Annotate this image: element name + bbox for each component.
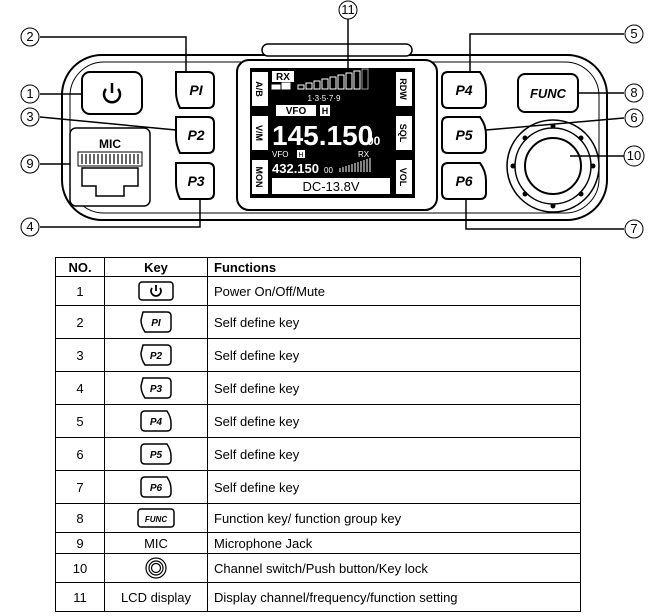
svg-text:8: 8 — [630, 85, 637, 100]
lcd-scale: 1·3·5·7·9 — [308, 94, 341, 103]
lcd-rx-badge: RX — [358, 150, 370, 159]
lcd-label-ab: A/B — [254, 81, 264, 97]
table-header-row: NO. Key Functions — [55, 257, 581, 277]
callout-2: 2 — [20, 27, 40, 47]
p3-label: P3 — [187, 173, 204, 189]
svg-text:P2: P2 — [150, 351, 163, 362]
lcd-rx: RX — [276, 72, 290, 83]
lcd-display-cell: LCD display — [104, 582, 208, 612]
p6-button[interactable]: P6 — [441, 162, 487, 200]
lcd-label-vm: V/M — [254, 125, 264, 141]
lcd-mode-bottom-badge: H — [298, 152, 303, 159]
lcd-sub-frequency: 432.150 — [272, 161, 319, 176]
mic-label: MIC — [99, 137, 121, 151]
svg-text:FUNC: FUNC — [145, 515, 167, 524]
callout-10: 10 — [623, 145, 645, 167]
svg-text:2: 2 — [26, 29, 33, 44]
p4-button[interactable]: P4 — [441, 71, 487, 109]
p3-key-icon: P3 — [140, 377, 172, 399]
table-row: 10 Channel switch/Push button/Key lock — [55, 553, 581, 583]
lcd-sub-frequency-small: 00 — [324, 166, 333, 175]
radio-front-panel-diagram: MIC PI P2 P3 P4 P5 P6 — [20, 0, 645, 239]
callout-11: 11 — [338, 0, 358, 20]
callout-9: 9 — [20, 154, 40, 174]
callout-1: 1 — [20, 84, 40, 104]
header-functions: Functions — [207, 257, 581, 277]
func-label: FUNC — [530, 86, 567, 101]
svg-text:4: 4 — [26, 219, 33, 234]
svg-text:P3: P3 — [150, 384, 163, 395]
table-row: 6 P5 Self define key — [55, 437, 581, 471]
lcd-mode-top: VFO — [286, 106, 307, 117]
table-row: 3 P2 Self define key — [55, 338, 581, 372]
knob-icon — [145, 557, 167, 579]
header-key: Key — [104, 257, 208, 277]
power-icon — [102, 83, 122, 104]
p3-button[interactable]: P3 — [175, 162, 215, 200]
svg-text:PI: PI — [151, 318, 161, 329]
mic-cell: MIC — [104, 532, 208, 554]
table-row: 5 P4 Self define key — [55, 404, 581, 438]
callout-5: 5 — [624, 24, 644, 44]
lcd-label-vol: VOL — [398, 168, 408, 187]
svg-text:1: 1 — [26, 86, 33, 101]
power-icon — [138, 281, 174, 301]
callout-4: 4 — [20, 217, 40, 237]
svg-text:P5: P5 — [150, 450, 163, 461]
svg-text:9: 9 — [26, 156, 33, 171]
p6-key-icon: P6 — [140, 476, 172, 498]
table-row: 7 P6 Self define key — [55, 470, 581, 504]
table-row: 2 PI Self define key — [55, 305, 581, 339]
lcd-mode-top-badge: H — [322, 106, 329, 116]
p4-key-icon: P4 — [140, 410, 172, 432]
callout-7: 7 — [624, 219, 644, 239]
table-row: 9 MIC Microphone Jack — [55, 532, 581, 554]
p6-label: P6 — [455, 173, 472, 189]
p2-key-icon: P2 — [140, 344, 172, 366]
callout-3: 3 — [20, 107, 40, 127]
svg-text:P6: P6 — [150, 483, 163, 494]
p5-label: P5 — [455, 127, 472, 143]
func-key-icon: FUNC — [137, 508, 175, 528]
svg-text:P4: P4 — [150, 417, 163, 428]
svg-text:3: 3 — [26, 109, 33, 124]
top-slot — [261, 43, 413, 57]
callout-leaders — [39, 18, 625, 230]
lcd-voltage: DC-13.8V — [302, 179, 359, 194]
svg-text:7: 7 — [630, 221, 637, 236]
table-row: 1 Power On/Off/Mute — [55, 276, 581, 306]
svg-text:5: 5 — [630, 26, 637, 41]
p4-label: P4 — [455, 82, 472, 98]
lcd-main-frequency: 145.150 — [272, 120, 373, 151]
table-row: 8 FUNC Function key/ function group key — [55, 503, 581, 533]
p5-button[interactable]: P5 — [441, 116, 487, 154]
lcd-display: A/B V/M MON RDW SQL VOL RX 1·3·5·7·9 VFO… — [236, 59, 438, 211]
channel-knob[interactable] — [506, 119, 600, 213]
p1-button[interactable]: PI — [175, 71, 215, 109]
p5-key-icon: P5 — [140, 443, 172, 465]
header-no: NO. — [55, 257, 105, 277]
p1-key-icon: PI — [140, 311, 172, 333]
signal-meter — [271, 68, 369, 90]
svg-text:6: 6 — [630, 110, 637, 125]
power-button[interactable] — [81, 71, 143, 115]
table-row: 11 LCD display Display channel/frequency… — [55, 582, 581, 612]
p1-label: PI — [189, 82, 203, 98]
table-row: 4 P3 Self define key — [55, 371, 581, 405]
lcd-main-frequency-small: 00 — [367, 134, 381, 148]
callout-8: 8 — [624, 83, 644, 103]
lcd-label-sql: SQL — [398, 124, 408, 143]
callout-6: 6 — [624, 108, 644, 128]
sub-signal-meter — [339, 158, 371, 172]
lcd-label-mon: MON — [254, 167, 264, 188]
lcd-mode-bottom: VFO — [272, 150, 288, 159]
key-functions-table: NO. Key Functions 1 Power On/Off/Mute 2 … — [55, 257, 581, 612]
p2-button[interactable]: P2 — [175, 116, 215, 154]
func-button[interactable]: FUNC — [517, 73, 579, 113]
mic-jack[interactable]: MIC — [69, 127, 151, 207]
p2-label: P2 — [187, 127, 204, 143]
lcd-label-rdw: RDW — [398, 78, 408, 100]
svg-text:11: 11 — [341, 2, 355, 17]
svg-text:10: 10 — [627, 148, 641, 163]
